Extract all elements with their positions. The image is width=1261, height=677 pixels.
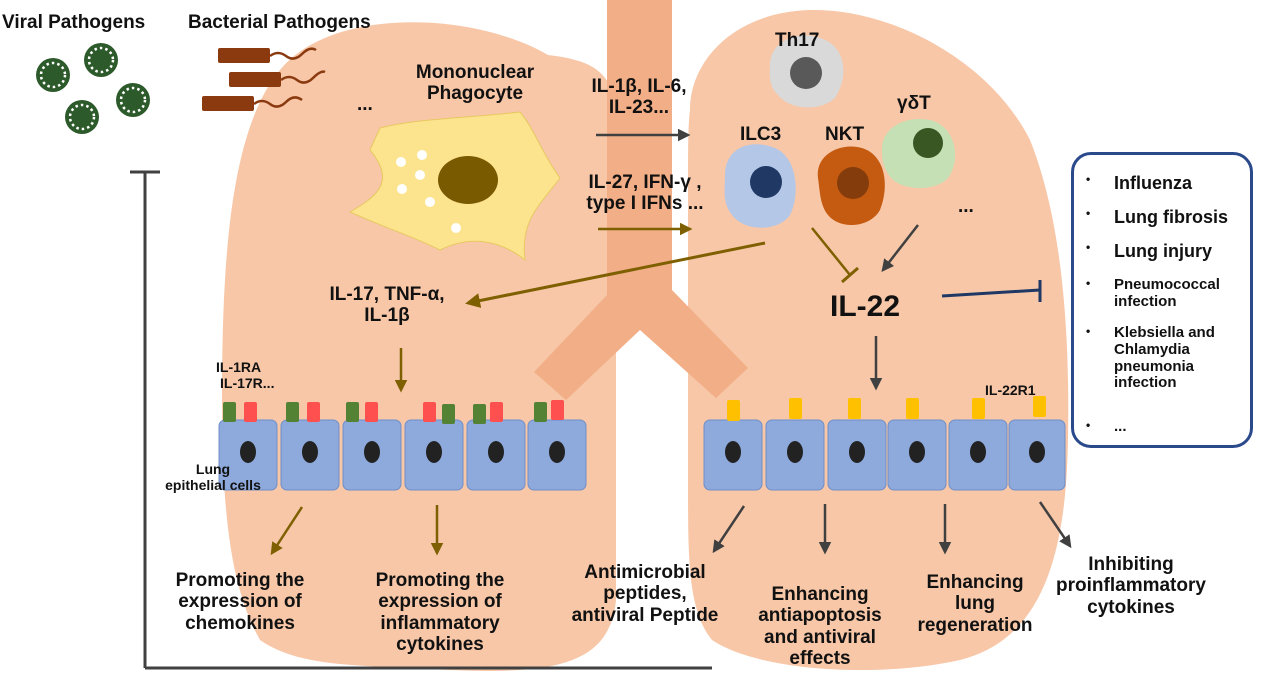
th17-label: Th17 [775,30,820,51]
right-lung [688,9,1069,671]
virus-icon [34,56,72,94]
virus-icon [63,98,101,136]
disease-list-box: • Influenza • Lung fibrosis • Lung injur… [1071,152,1253,448]
outcome-antiapoptosis: Enhancing antiapoptosis and antiviral ef… [758,584,882,669]
inhibit-il22-diseases [941,280,1042,302]
outcome-inflammatory: Promoting the expression of inflammatory… [375,570,505,655]
inhibit-nkt-il22 [811,227,859,284]
bacterial-pathogens-label: Bacterial Pathogens [188,12,371,33]
nkt-label: NKT [825,124,865,145]
inhibiting-cytokines-label: IL-27, IFN-γ , type I IFNs ... [586,172,704,215]
right-receptors [727,396,1046,421]
arrow-to-antimicrobial [712,505,746,554]
arrow-to-inflammatory-cytokines [465,241,766,308]
left-receptor-label: IL-1RA IL-17R... [216,359,275,391]
outcome-antimicrobial: Antimicrobial peptides, antiviral Peptid… [571,562,719,626]
feedback-inhibition-bracket [130,170,712,670]
virus-icon [82,41,120,79]
bacterium-icon [202,96,303,111]
inflammatory-cytokines-label: IL-17, TNF-α, IL-1β [329,284,445,327]
bacterium-icon [229,70,326,87]
virus-icon [114,81,152,119]
outcome-regeneration: Enhancing lung regeneration [917,572,1033,636]
ilc3-label: ILC3 [740,124,782,145]
arrow-to-inhibiting-proinflammatory [1038,501,1072,549]
disease-item-text: Pneumococcal infection [1114,276,1220,310]
disease-item-text: Klebsiella and Chlamydia pneumonia infec… [1114,324,1215,392]
left-epithelial-cells [218,419,587,491]
th17-cell-icon [769,35,844,108]
left-receptors [223,400,564,424]
phagocyte-label: Mononuclear Phagocyte [415,62,535,105]
il22r1-label: IL-22R1 [985,382,1036,398]
outcome-inhibiting-proinflammatory: Inhibiting proinflammatory cytokines [1056,554,1206,618]
inducing-cytokines-label: IL-1β, IL-6, IL-23... [591,76,687,119]
bacterium-icon [218,47,317,63]
outcome-chemokines: Promoting the expression of chemokines [175,570,305,634]
trachea [534,0,748,400]
viral-pathogens-label: Viral Pathogens [2,12,146,33]
ilc3-cell-icon [724,144,796,228]
gdt-label: γδT [897,93,931,114]
arrow-to-chemokines [270,506,304,556]
mononuclear-phagocyte-icon [348,111,561,262]
nkt-cell-icon [817,146,885,226]
il22-label: IL-22 [830,290,901,323]
arrow-gdt-to-il22 [881,224,919,272]
pathogens-ellipsis: ... [357,94,373,115]
gdt-cell-icon [881,118,956,188]
right-epithelial-cells [703,419,1066,491]
epithelial-cells-label: Lung epithelial cells [165,461,261,493]
cells-ellipsis: ... [958,196,974,217]
